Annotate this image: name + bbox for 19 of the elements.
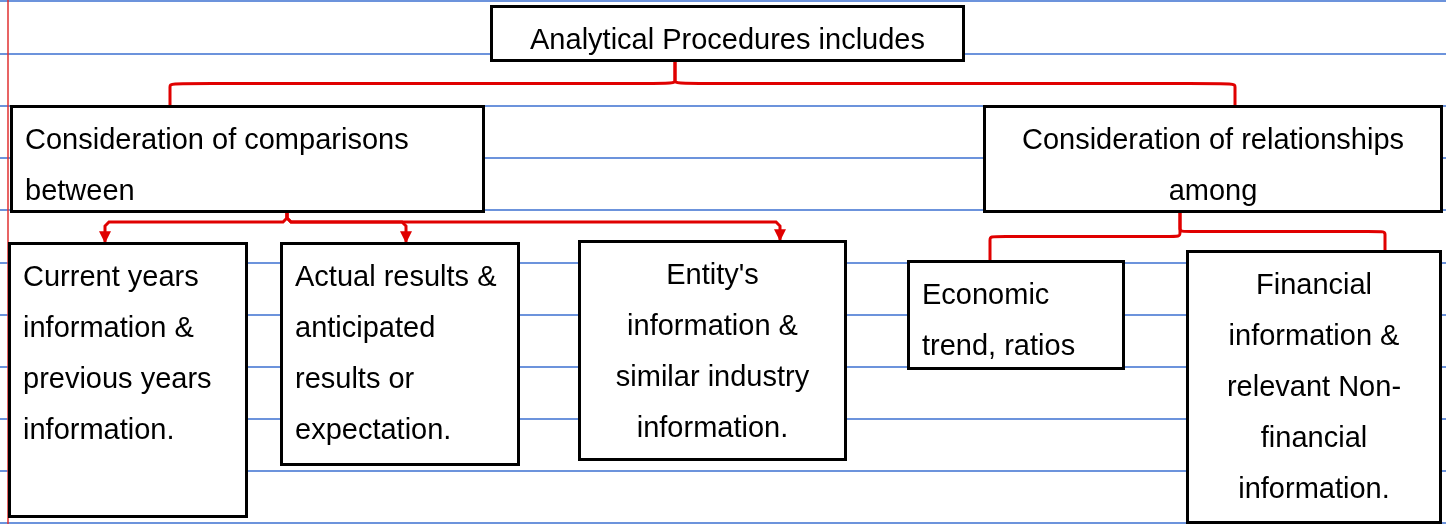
text-box [8, 242, 248, 518]
brace-connector [673, 62, 1237, 105]
text-box [10, 105, 485, 213]
text-box [1186, 250, 1442, 524]
text-box [280, 242, 520, 466]
box-text: Consideration of relationships among [1020, 122, 1406, 208]
box-text: Actual results & anticipated results or expectation. [295, 259, 498, 447]
box-text: Analytical Procedures includes [529, 22, 926, 57]
text-box [490, 5, 965, 62]
box-text: Entity's information & similar industry information. [614, 257, 811, 445]
text-box [578, 240, 847, 461]
text-box [983, 105, 1443, 213]
arrow [285, 212, 786, 242]
box-text: Current years information & previous years information. [23, 259, 213, 447]
box-text: Economic trend, ratios [922, 277, 1077, 363]
brace-connector [1178, 213, 1387, 250]
box-text: Financial information & relevant Non-financial information. [1225, 267, 1403, 506]
text-box [907, 260, 1125, 370]
box-text: Consideration of comparisons between [25, 122, 410, 208]
